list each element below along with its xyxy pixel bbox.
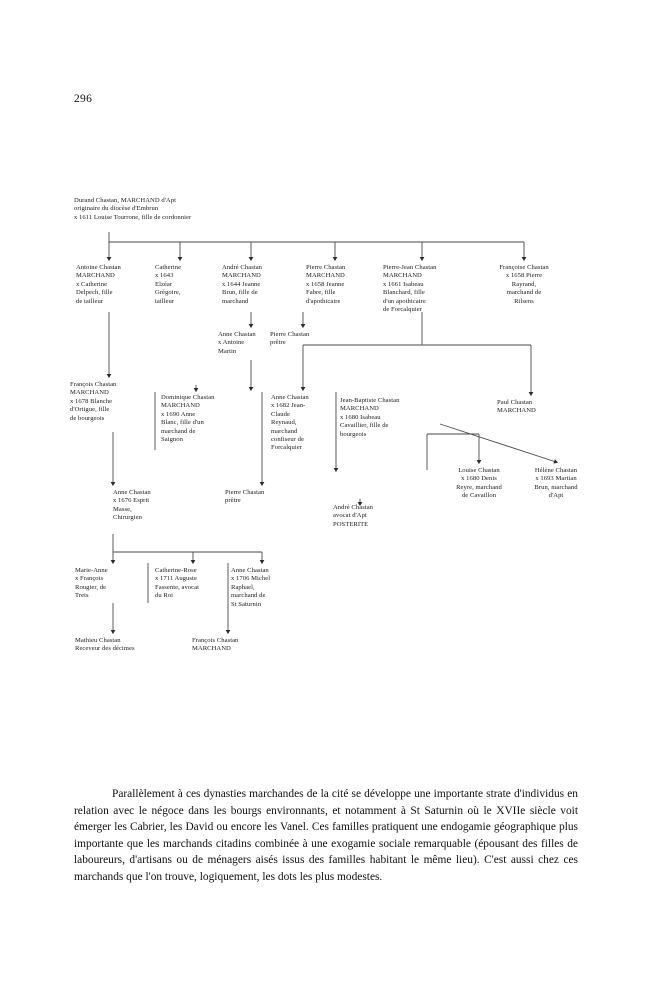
tree-node-durand: Durand Chastan, MARCHAND d'Apt originair… [74, 197, 192, 221]
page-number: 296 [74, 93, 93, 105]
tree-node-pierre-chastan-pretre-2: Pierre Chastan prêtre [225, 489, 265, 505]
tree-node-anne-chastan-raphael: Anne Chastan x 1706 Michel Raphael, marc… [231, 567, 271, 608]
tree-node-andre-chastan-avocat: André Chastan avocat d'Apt POSTERITE [333, 504, 374, 528]
tree-node-pierre-chastan-pretre-1: Pierre Chastan prêtre [270, 331, 310, 347]
tree-node-louise-chastan: Louise Chastan x 1680 Denis Reyre, march… [456, 467, 502, 500]
tree-node-anne-chastan-reynaud: Anne Chastan x 1682 Jean- Claude Reynaud… [271, 394, 309, 452]
tree-node-francoise-chastan: Françoise Chastan x 1658 Pierre Rayrand,… [499, 264, 549, 305]
tree-node-dominique-chastan: Dominique Chastan MARCHAND x 1690 Anne B… [161, 394, 215, 444]
tree-node-catherine: Catherine x 1643 Elzéar Grégoire, taille… [155, 264, 182, 305]
tree-node-francois-chastan-bas: François Chastan MARCHAND [192, 637, 239, 653]
tree-node-francois-chastan-marchand: François Chastan MARCHAND x 1678 Blanche… [70, 381, 117, 422]
tree-node-mathieu-chastan: Mathieu Chastan Receveur des décimes [75, 637, 135, 653]
tree-node-anne-chastan-martin: Anne Chastan x Antoine Martin [218, 331, 256, 355]
tree-node-marie-anne: Marie-Anne x François Rougier, de Trets [75, 567, 108, 600]
tree-node-catherine-rose: Catherine-Rose x 1711 Auguste Fassente, … [155, 567, 200, 600]
tree-node-pierre-chastan: Pierre Chastan MARCHAND x 1658 Jeanne Fa… [306, 264, 346, 305]
body-paragraph: Parallèlement à ces dynasties marchandes… [74, 788, 578, 883]
tree-node-antoine-chastan: Antoine Chastan MARCHAND x Catherine Del… [76, 264, 121, 305]
tree-node-pierre-jean-chastan: Pierre-Jean Chastan MARCHAND x 1661 Isab… [383, 264, 437, 314]
tree-node-anne-chastan-masse: Anne Chastan x 1676 Esprit Masse, Chirur… [113, 489, 151, 522]
tree-node-jean-baptiste-chastan: Jean-Baptiste Chastan MARCHAND x 1680 Is… [340, 397, 400, 438]
tree-node-helene-chastan: Hélène Chastan x 1693 Martian Brun, marc… [534, 467, 578, 500]
genealogy-diagram: Durand Chastan, MARCHAND d'Apt originair… [70, 197, 578, 653]
tree-node-andre-chastan: André Chastan MARCHAND x 1644 Jeanne Bru… [222, 264, 263, 305]
tree-node-paul-chastan: Paul Chastan MARCHAND [497, 399, 536, 415]
